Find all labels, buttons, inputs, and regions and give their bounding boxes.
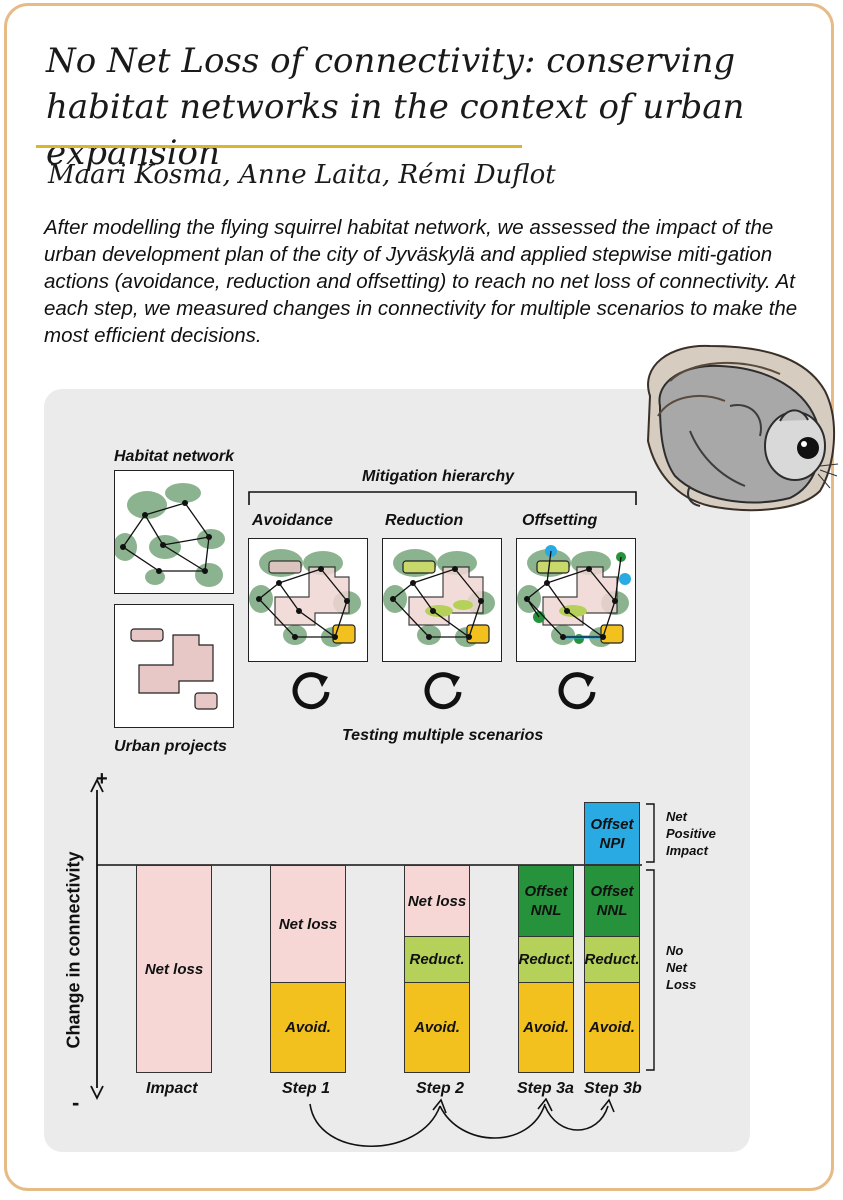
bar-step3a-reduct: Reduct. bbox=[518, 936, 574, 983]
category-label-step1: Step 1 bbox=[282, 1080, 331, 1097]
cycle-arrow-icon bbox=[424, 672, 462, 710]
category-label-step3b: Step 3b bbox=[584, 1080, 642, 1097]
segment-label: NNL bbox=[596, 902, 628, 919]
bar-step3b-offset-npi: Offset NPI bbox=[584, 802, 640, 865]
urban-projects-label: Urban projects bbox=[114, 738, 227, 755]
stage-label-reduction: Reduction bbox=[385, 512, 464, 529]
axis-plus-sign: + bbox=[96, 768, 108, 790]
bar-step3b-avoid: Avoid. bbox=[584, 982, 640, 1073]
urban-projects-map bbox=[114, 604, 234, 728]
testing-scenarios-label: Testing multiple scenarios bbox=[342, 727, 544, 744]
npi-bracket-label: Net Positive Impact bbox=[666, 808, 716, 859]
bar-step1-net-loss: Net loss bbox=[270, 865, 346, 983]
mitigation-bracket bbox=[248, 491, 637, 505]
reduction-map bbox=[382, 538, 502, 662]
segment-label: Offset bbox=[524, 883, 568, 900]
cycle-arrow-icon bbox=[558, 672, 596, 710]
npi-label-line: Net bbox=[666, 809, 687, 824]
bar-step2-avoid: Avoid. bbox=[404, 982, 470, 1073]
category-label-step2: Step 2 bbox=[416, 1080, 465, 1097]
axis-minus-sign: - bbox=[72, 1090, 80, 1115]
bar-impact-net-loss: Net loss bbox=[136, 865, 212, 1073]
bar-step2-reduct: Reduct. bbox=[404, 936, 470, 983]
nnl-label-line: No bbox=[666, 943, 684, 958]
bar-step3b-offset-nnl: Offset NNL bbox=[584, 865, 640, 937]
habitat-network-map bbox=[114, 470, 234, 594]
title-rule bbox=[36, 145, 522, 148]
stage-label-avoidance: Avoidance bbox=[252, 512, 333, 529]
segment-label: Offset bbox=[590, 883, 634, 900]
category-label-step3a: Step 3a bbox=[517, 1080, 574, 1097]
mitigation-hierarchy-label: Mitigation hierarchy bbox=[362, 468, 515, 485]
flying-squirrel-illustration bbox=[646, 344, 839, 512]
stage-label-offsetting: Offsetting bbox=[522, 512, 598, 529]
curved-arrow-icon bbox=[309, 1098, 615, 1147]
npi-label-line: Impact bbox=[666, 843, 708, 858]
authors: Maari Kosma, Anne Laita, Rémi Duflot bbox=[48, 160, 556, 190]
bar-step3b-reduct: Reduct. bbox=[584, 936, 640, 983]
bar-step2-net-loss: Net loss bbox=[404, 865, 470, 937]
nnl-label-line: Loss bbox=[666, 977, 697, 992]
abstract-text: After modelling the flying squirrel habi… bbox=[44, 216, 798, 347]
y-axis-label: Change in connectivity bbox=[63, 851, 84, 1049]
segment-label: NNL bbox=[530, 902, 562, 919]
segment-label: NPI bbox=[599, 834, 625, 852]
avoidance-map bbox=[248, 538, 368, 662]
outcome-brackets bbox=[646, 803, 655, 1071]
cycle-arrow-icon bbox=[292, 672, 330, 710]
category-label-impact: Impact bbox=[146, 1080, 198, 1097]
npi-label-line: Positive bbox=[666, 826, 716, 841]
bar-step1-avoid: Avoid. bbox=[270, 982, 346, 1073]
segment-label: Offset bbox=[590, 815, 634, 833]
bar-step3a-offset-nnl: Offset NNL bbox=[518, 865, 574, 937]
habitat-network-label: Habitat network bbox=[114, 448, 235, 465]
nnl-bracket-label: No Net Loss bbox=[666, 942, 696, 993]
bar-step3a-avoid: Avoid. bbox=[518, 982, 574, 1073]
poster-title: No Net Loss of connectivity: conserving … bbox=[46, 41, 745, 173]
offsetting-map bbox=[516, 538, 636, 662]
nnl-label-line: Net bbox=[666, 960, 687, 975]
